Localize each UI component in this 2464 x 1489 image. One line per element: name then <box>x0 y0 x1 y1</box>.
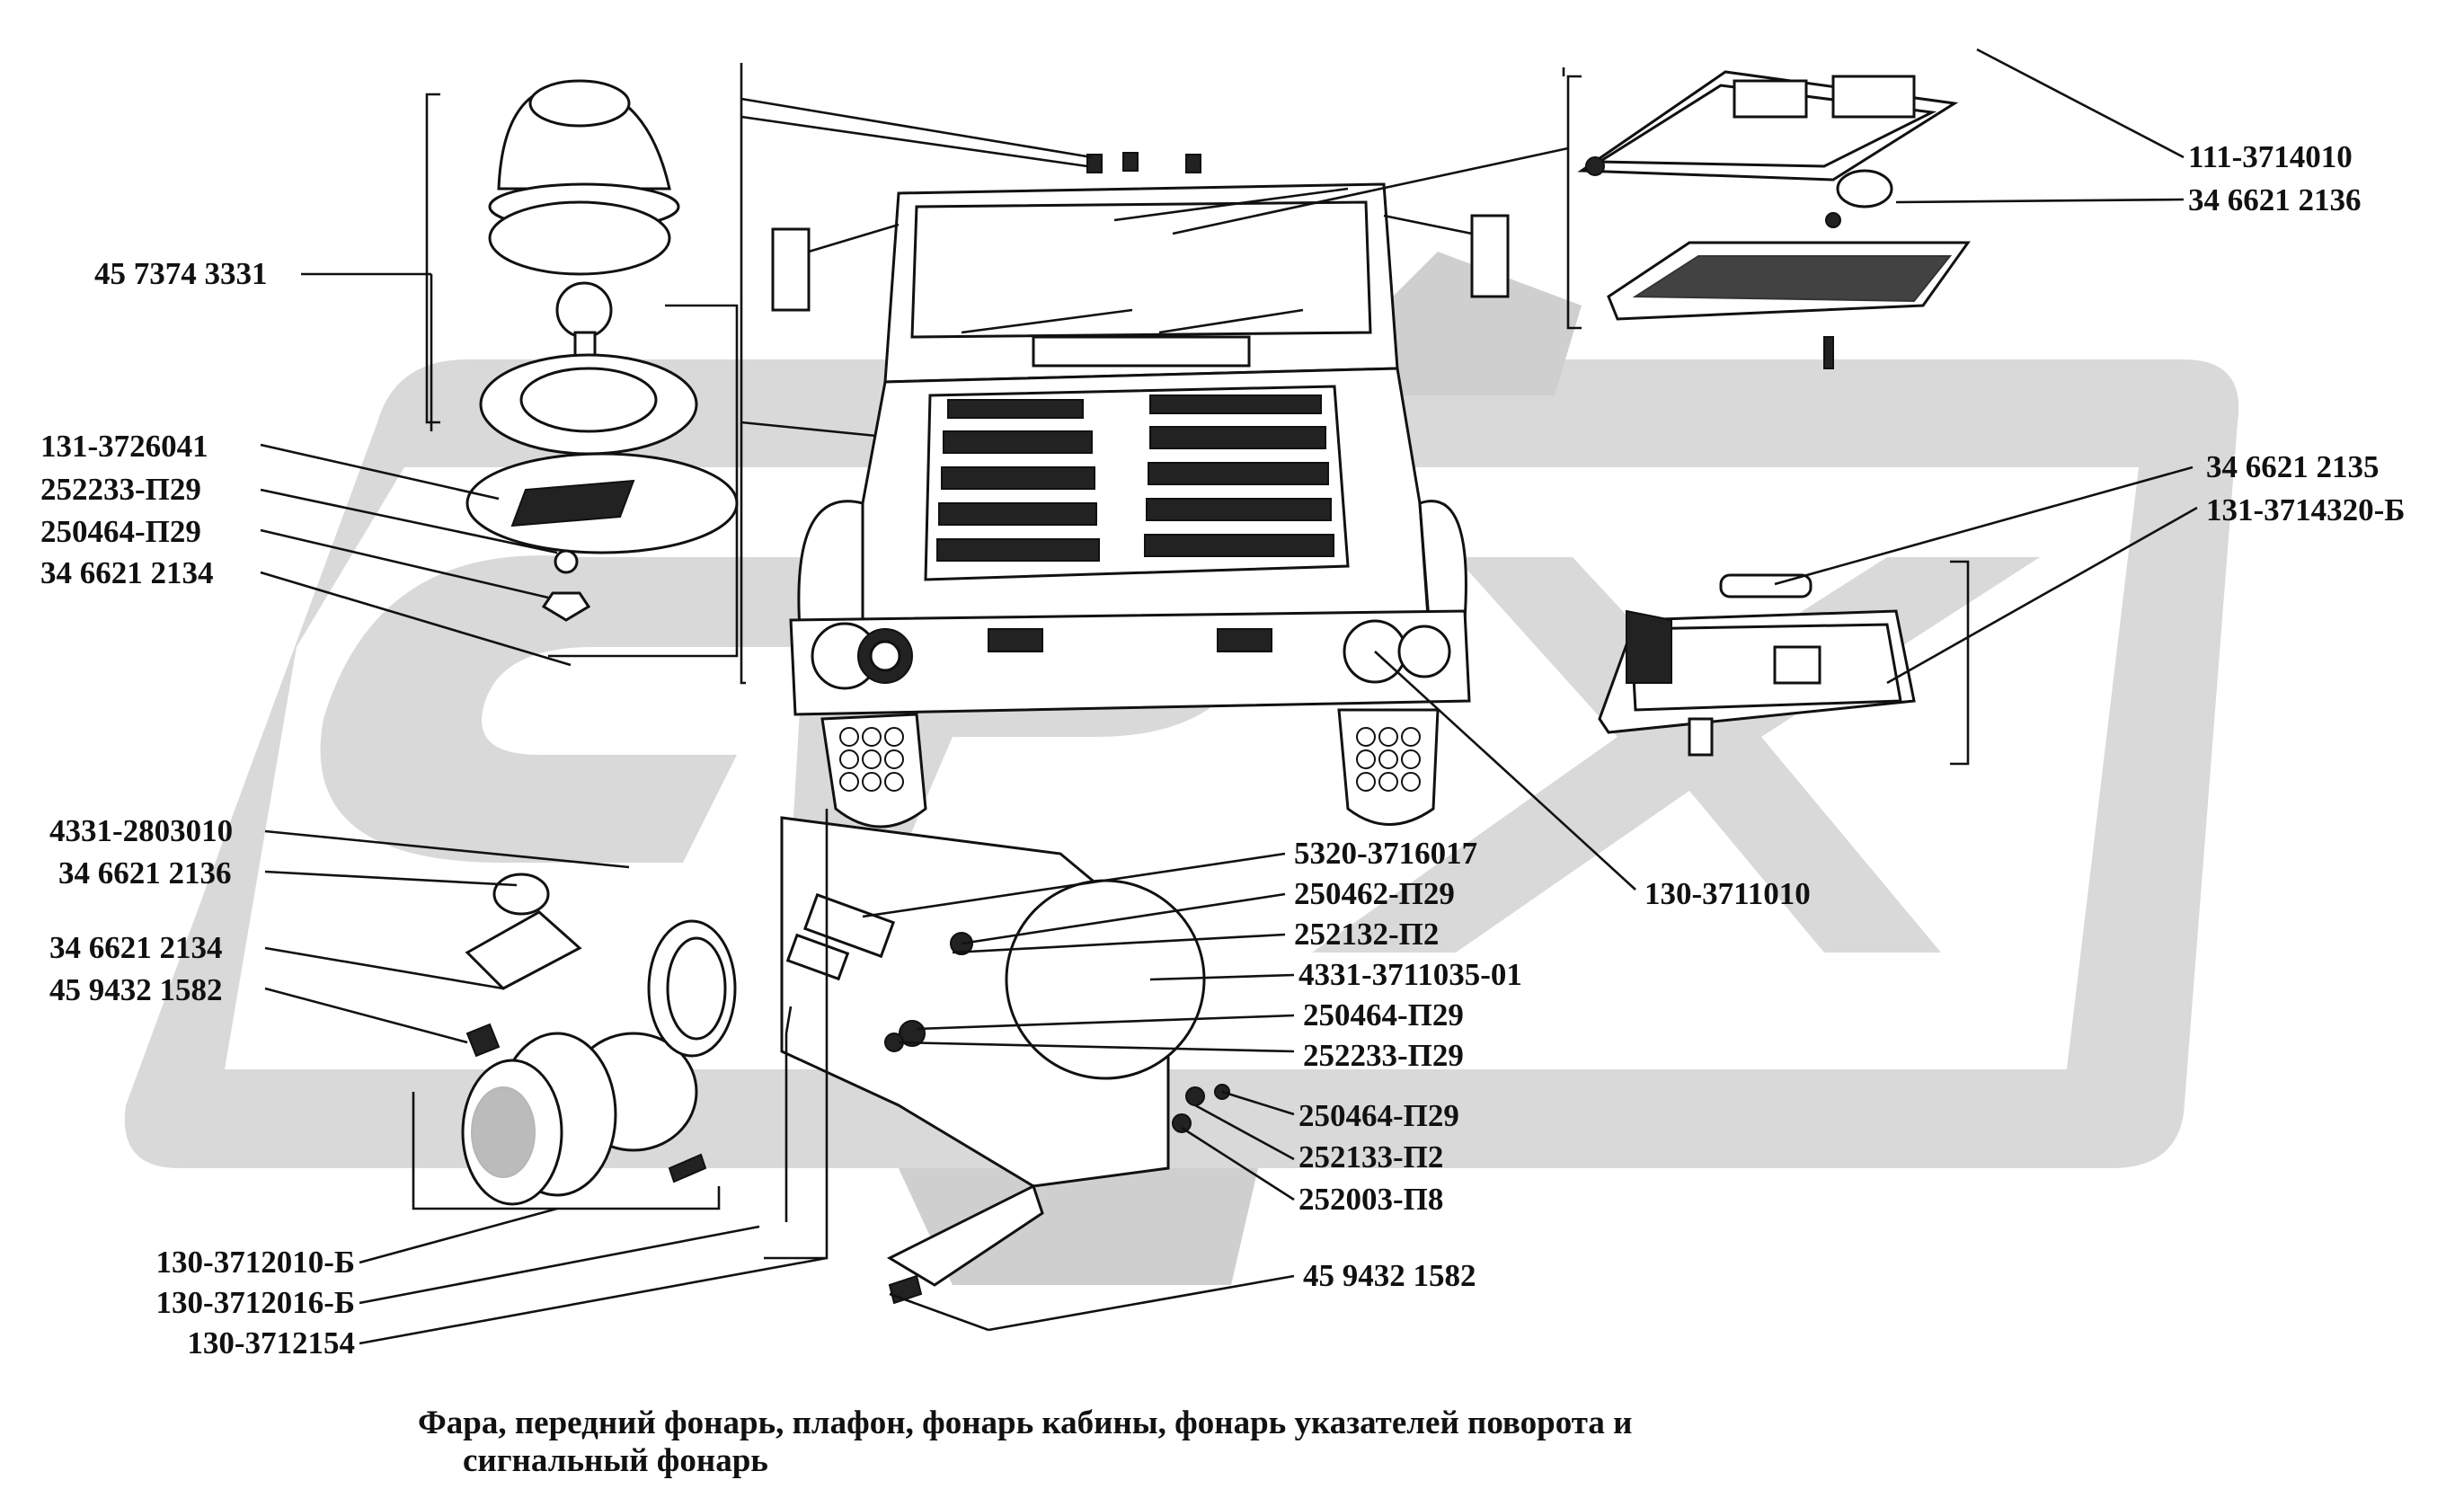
part-label-252233-p29-top: 252233-П29 <box>40 472 201 507</box>
part-label-45-9432-1582-right: 45 9432 1582 <box>1303 1258 1476 1293</box>
part-label-131-3726041: 131-3726041 <box>40 429 208 464</box>
part-label-130-3712154: 130-3712154 <box>187 1325 355 1360</box>
part-label-252132-p2: 252132-П2 <box>1294 917 1440 952</box>
part-label-5320-3716017: 5320-3716017 <box>1294 836 1478 871</box>
part-label-4331-3711035-01: 4331-3711035-01 <box>1298 957 1522 992</box>
headlamp-assembly <box>412 809 1230 1305</box>
marker-lamp-assembly <box>425 79 739 658</box>
part-label-34-6621-2135: 34 6621 2135 <box>2206 449 2380 484</box>
leader-lines <box>260 48 2198 1345</box>
part-label-252003-p8: 252003-П8 <box>1298 1182 1444 1217</box>
part-label-130-3711010: 130-3711010 <box>1644 876 1811 911</box>
part-label-34-6621-2134-top: 34 6621 2134 <box>40 555 214 590</box>
part-label-250464-p29-top: 250464-П29 <box>40 514 201 549</box>
part-label-130-3712016-b: 130-3712016-Б <box>155 1285 355 1320</box>
part-label-111-3714010: 111-3714010 <box>2188 139 2353 174</box>
part-label-131-3714320-b: 131-3714320-Б <box>2206 492 2406 527</box>
part-label-45-9432-1582-left: 45 9432 1582 <box>49 972 223 1007</box>
cab-lamp-assembly <box>1566 70 1971 369</box>
part-label-250464-p29-mid: 250464-П29 <box>1303 997 1464 1033</box>
part-label-34-6621-2136-top: 34 6621 2136 <box>2188 182 2362 217</box>
part-label-130-3712010-b: 130-3712010-Б <box>155 1245 355 1280</box>
part-label-4331-2803010: 4331-2803010 <box>49 813 234 848</box>
part-label-45-7374-3331: 45 7374 3331 <box>94 256 268 291</box>
part-label-34-6621-2136-bottom: 34 6621 2136 <box>58 855 232 891</box>
part-label-250462-p29: 250462-П29 <box>1294 876 1455 911</box>
part-label-34-6621-2134-bottom: 34 6621 2134 <box>49 930 223 965</box>
figure-caption-line-2: сигнальный фонарь <box>463 1442 768 1479</box>
part-label-250464-p29-bottom: 250464-П29 <box>1298 1098 1459 1133</box>
part-label-252233-p29-mid: 252233-П29 <box>1303 1038 1464 1073</box>
figure-caption-line-1: Фара, передний фонарь, плафон, фонарь ка… <box>418 1405 1633 1441</box>
part-label-252133-p2: 252133-П2 <box>1298 1139 1444 1174</box>
truck-front-illustration <box>771 152 1510 829</box>
turn-signal-lamp-assembly <box>1598 560 1970 766</box>
